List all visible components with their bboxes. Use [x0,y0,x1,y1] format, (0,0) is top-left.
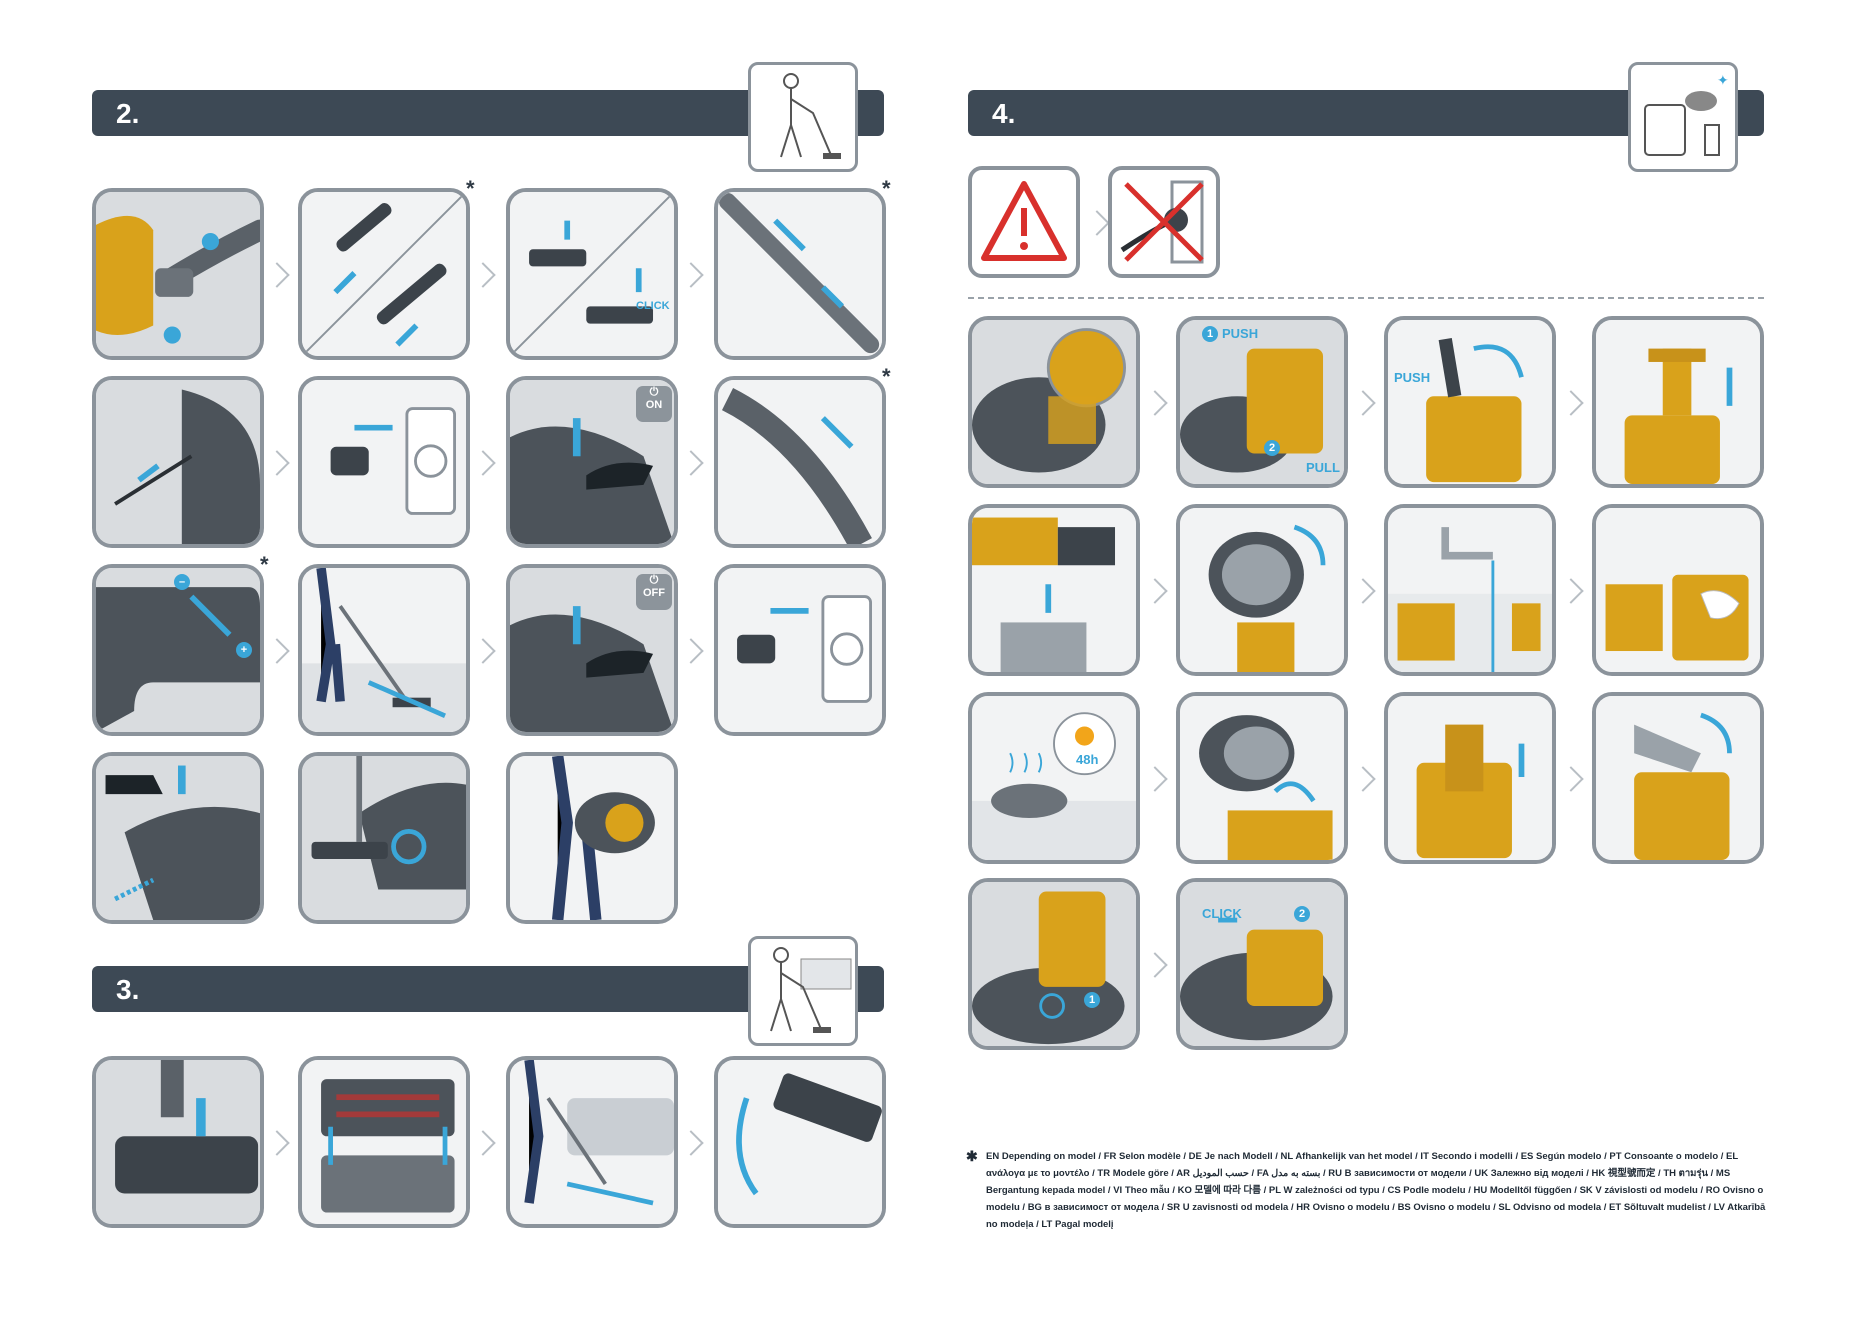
panel-4-6-remove-filter [1176,504,1348,676]
panel-3-3-vacuum-under-sofa [506,1056,678,1228]
pull-label: PULL [1306,460,1340,475]
panel-4-14-lock-bin: CLICK 2 [1176,878,1348,1050]
panel-2-9-power-slider: – + [92,564,264,736]
panel-4-8-dry-with-cloth [1592,504,1764,676]
chevron-right-icon [1558,766,1584,792]
push-label: PUSH [1394,370,1431,385]
panel-2-7-switch-on: ⏻ON [506,376,678,548]
chevron-right-icon [264,262,290,288]
svg-text:✦: ✦ [1717,72,1729,88]
chevron-right-icon [1142,952,1168,978]
panel-4-12-close-lid [1592,692,1764,864]
chevron-right-icon [264,1130,290,1156]
click-label: CLICK [636,300,670,312]
panel-2-4-adjust-telescopic-tube [714,188,886,360]
chevron-right-icon [1558,578,1584,604]
model-dependent-asterisk: * [882,364,891,389]
panel-4-2-remove-bin: 1 PUSH 2 PULL [1176,316,1348,488]
footnote-text: EN Depending on model / FR Selon modèle … [986,1151,1766,1230]
chevron-right-icon [1142,578,1168,604]
model-dependent-footnote: ✱ EN Depending on model / FR Selon modèl… [966,1148,1766,1233]
panel-2-1-connect-hose [92,188,264,360]
panel-2-13-rewind-cord [92,752,264,924]
chevron-right-icon [470,1130,496,1156]
panel-2-6-plug-in [298,376,470,548]
panel-4-13-insert-bin: 1 [968,878,1140,1050]
chevron-right-icon [1142,390,1168,416]
chevron-right-icon [678,1130,704,1156]
push-label: PUSH [1222,326,1259,341]
chevron-right-icon [470,450,496,476]
section-number: 3. [116,974,140,1005]
step-2-marker: 2 [1264,440,1280,456]
panel-2-11-switch-off: ⏻OFF [506,564,678,736]
panel-4-1-bin-max-full [968,316,1140,488]
section-4-thumbnail-maintenance: ✦ [1628,62,1738,172]
on-label: ON [645,399,663,411]
minus-indicator: – [174,574,190,590]
chevron-right-icon [1350,578,1376,604]
chevron-right-icon [264,450,290,476]
chevron-right-icon [678,262,704,288]
section-number: 4. [992,98,1016,129]
drying-time-label: 48h [1076,752,1099,767]
chevron-right-icon [1558,390,1584,416]
chevron-right-icon [678,450,704,476]
chevron-right-icon [264,638,290,664]
panel-2-14-park-position [298,752,470,924]
panel-2-5-pull-cord [92,376,264,548]
model-dependent-asterisk: * [466,176,475,201]
plus-indicator: + [236,642,252,658]
panel-4-10-refit-filter [1176,692,1348,864]
do-not-plug-panel [1108,166,1220,278]
section-number: 2. [116,98,140,129]
panel-2-2-assemble-tube [298,188,470,360]
step-2-marker: 2 [1294,906,1310,922]
panel-2-10-vacuuming [298,564,470,736]
model-dependent-asterisk: * [882,176,891,201]
power-on-badge: ⏻ON [636,386,672,422]
chevron-right-icon [470,262,496,288]
chevron-right-icon [678,638,704,664]
panel-4-4-remove-cyclone [1592,316,1764,488]
panel-4-7-rinse-under-tap [1384,504,1556,676]
panel-3-2-replace-brush-strips [298,1056,470,1228]
click-label: CLICK [1202,906,1242,921]
panel-4-5-empty-bin [968,504,1140,676]
step-1-marker: 1 [1084,992,1100,1008]
step-1-marker: 1 [1202,326,1218,342]
model-dependent-asterisk: * [260,552,269,577]
section-3-thumbnail-floor-cleaning [748,936,858,1046]
chevron-right-icon [1350,390,1376,416]
warning-panel [968,166,1080,278]
chevron-right-icon [1350,766,1376,792]
chevron-right-icon [1084,210,1110,236]
asterisk-icon: ✱ [966,1148,978,1164]
divider-dashed [968,297,1764,299]
panel-2-12-unplug [714,564,886,736]
panel-2-3-attach-floor-head: CLICK [506,188,678,360]
section-2-thumbnail-vacuuming-person [748,62,858,172]
panel-4-11-refit-cyclone [1384,692,1556,864]
chevron-right-icon [470,638,496,664]
panel-2-8-adjust-suction-handle [714,376,886,548]
chevron-right-icon [1142,766,1168,792]
panel-4-9-dry-48h: 48h [968,692,1140,864]
panel-3-4-clean-floor-head [714,1056,886,1228]
panel-4-3-open-bin-lid: PUSH [1384,316,1556,488]
panel-2-15-carry-vacuum [506,752,678,924]
power-off-badge: ⏻OFF [636,574,672,610]
off-label: OFF [643,587,665,599]
panel-3-1-floor-head-pedal [92,1056,264,1228]
